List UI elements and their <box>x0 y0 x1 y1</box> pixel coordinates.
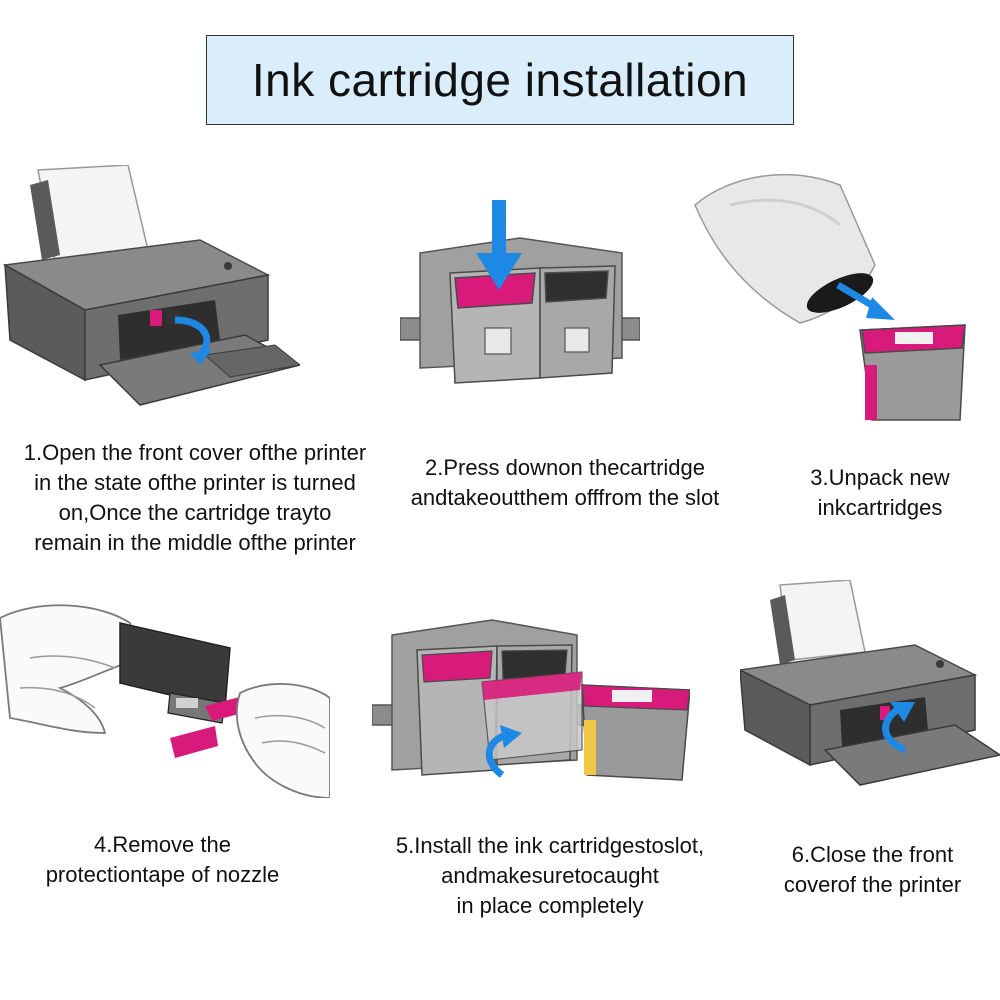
printer-close-icon <box>740 580 1000 786</box>
printer-open-icon <box>2 165 300 406</box>
remove-tape-icon <box>0 604 330 798</box>
step-3-caption: 3.Unpack new inkcartridges <box>810 465 950 520</box>
cartridge-press-icon <box>400 200 640 384</box>
unpack-cartridge-icon <box>694 173 966 421</box>
page-title: Ink cartridge installation <box>251 54 749 106</box>
step-6-caption: 6.Close the front coverof the printer <box>783 842 962 897</box>
install-cartridge-icon <box>372 619 690 781</box>
step-2-caption: 2.Press downon thecartridge andtakeoutth… <box>410 455 720 510</box>
step-1-caption: 1.Open the front cover ofthe printer in … <box>23 440 367 555</box>
title-box: Ink cartridge installation <box>206 35 794 125</box>
step-5-caption: 5.Install the ink cartridgestoslot, andm… <box>395 833 705 918</box>
step-4-caption: 4.Remove the protectiontape of nozzle <box>45 832 280 887</box>
